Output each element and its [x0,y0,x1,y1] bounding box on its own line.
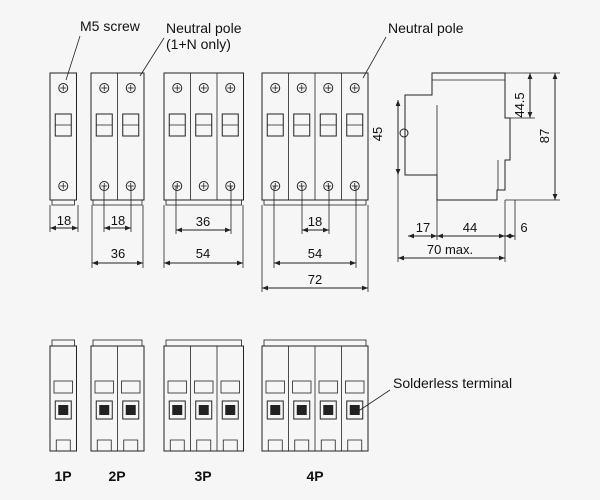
terminal-screw-icon [349,83,360,93]
dim-3p-36: 36 [196,214,210,229]
breaker-2p-front [90,72,145,206]
toggle-handle-icon [168,113,186,137]
pole-label-1p: 1P [54,468,71,484]
breaker-2p-bottom [90,339,145,452]
solderless-terminal-icon [95,400,113,420]
solderless-terminal-icon [221,400,239,420]
terminal-screw-icon [296,83,307,93]
terminal-screw-icon [172,83,183,93]
dim-side-44-5: 44.5 [512,92,527,117]
dim-2p-18: 18 [111,213,125,228]
solderless-terminal-icon [168,400,186,420]
terminal-screw-icon [349,181,360,191]
terminal-screw-icon [172,181,183,191]
terminal-screw-icon [323,83,334,93]
dim-side-70-max: 70 max. [427,242,473,257]
breaker-1p-bottom [49,339,77,452]
toggle-handle-icon [293,113,311,137]
toggle-handle-icon [319,113,337,137]
toggle-handle-icon [346,113,364,137]
toggle-handle-icon [195,113,213,137]
dim-4p-54: 54 [308,246,322,261]
terminal-screw-icon [270,181,281,191]
bottom-views [49,339,369,452]
terminal-screw-icon [99,83,110,93]
dim-2p-36: 36 [111,246,125,261]
breaker-3p-bottom [163,339,244,452]
terminal-screw-icon [198,83,209,93]
side-view-screw-icon [399,128,409,138]
side-view: 45 44.5 87 17 44 6 70 max. [370,72,560,262]
callout-neutral-pole-left: Neutral pole [166,20,242,36]
pole-label-2p: 2P [108,468,125,484]
dim-3p-54: 54 [196,246,210,261]
dim-side-45: 45 [370,127,385,141]
terminal-screw-icon [198,181,209,191]
front-dimensions: 18 18 36 36 54 18 54 72 [49,186,369,292]
dim-side-87: 87 [537,129,552,143]
solderless-terminal-icon [293,400,311,420]
toggle-handle-icon [54,113,72,137]
callout-neutral-pole-left-note: (1+N only) [166,36,231,52]
dim-1p-18: 18 [57,213,71,228]
breaker-4p-front [261,72,369,206]
toggle-handle-icon [221,113,239,137]
breaker-3p-front [163,72,244,206]
breaker-1p-front [49,72,77,206]
pole-label-3p: 3P [194,468,211,484]
toggle-handle-icon [95,113,113,137]
breaker-4p-bottom [261,339,369,452]
dim-side-44: 44 [463,220,477,235]
dim-4p-18: 18 [308,214,322,229]
terminal-screw-icon [58,181,69,191]
dim-side-17: 17 [416,220,430,235]
solderless-terminal-icon [319,400,337,420]
dim-4p-72: 72 [308,272,322,287]
callout-neutral-pole-right: Neutral pole [388,20,464,36]
front-views [49,72,369,206]
solderless-terminal-icon [266,400,284,420]
terminal-screw-icon [323,181,334,191]
dim-side-6: 6 [520,220,527,235]
solderless-terminal-icon [195,400,213,420]
terminal-screw-icon [225,181,236,191]
toggle-handle-icon [266,113,284,137]
callout-m5-screw: M5 screw [80,18,141,34]
callouts: M5 screw Neutral pole (1+N only) Neutral… [65,18,512,413]
callout-solderless-terminal: Solderless terminal [393,375,512,391]
solderless-terminal-icon [122,400,140,420]
terminal-screw-icon [225,83,236,93]
solderless-terminal-icon [346,400,364,420]
terminal-screw-icon [270,83,281,93]
terminal-screw-icon [125,83,136,93]
pole-label-4p: 4P [306,468,323,484]
terminal-screw-icon [58,83,69,93]
solderless-terminal-icon [54,400,72,420]
toggle-handle-icon [122,113,140,137]
